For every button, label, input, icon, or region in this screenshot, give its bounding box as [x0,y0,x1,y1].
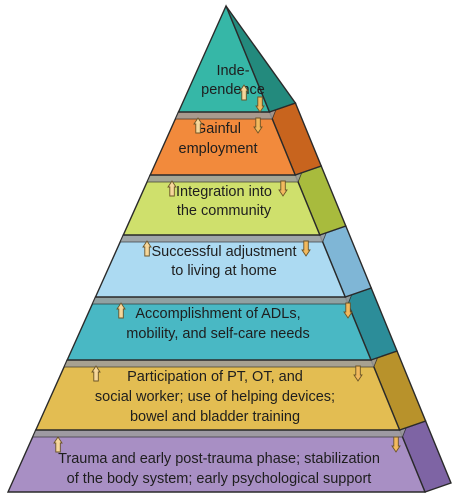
level-label-line: Accomplishment of ADLs, [135,306,300,322]
level-label-line: employment [179,141,258,157]
level-label-line: Trauma and early post-trauma phase; stab… [58,451,380,467]
level-label-line: Successful adjustment [151,244,296,260]
arrow-down-icon [278,180,288,197]
arrow-up-icon [193,117,203,134]
level-label-line: bowel and bladder training [130,409,300,425]
level-label-line: to living at home [171,263,277,279]
level-trauma-phase: Trauma and early post-trauma phase; stab… [6,420,452,493]
level-living-at-home: Successful adjustment to living at home [94,225,373,298]
arrow-down-icon [253,117,263,134]
arrow-up-icon [239,84,249,101]
level-label-line: Participation of PT, OT, and [127,369,303,385]
arrow-up-icon [167,180,177,197]
level-participation: Participation of PT, OT, and social worke… [34,350,427,431]
level-label-line: pendence [201,82,265,98]
arrow-up-icon [91,365,101,382]
level-adls: Accomplishment of ADLs, mobility, and sel… [66,287,398,361]
arrow-down-icon [301,240,311,257]
level-label-line: the community [177,203,272,219]
level-independence: Inde-pendence [177,4,297,113]
arrow-up-icon [142,240,152,257]
level-employment: Gainful employment [149,102,323,176]
arrow-up-icon [116,302,126,319]
arrow-down-icon [255,96,265,113]
level-label-line: Gainful [195,121,241,137]
level-community: Integration into the community [122,165,347,236]
arrow-down-icon [343,302,353,319]
level-label-line: of the body system; early psychological … [67,471,372,487]
level-front-face [177,4,271,113]
level-label-line: Integration into [176,184,272,200]
arrow-down-icon [391,436,401,453]
level-label-line: Inde- [216,63,249,79]
arrow-up-icon [53,436,63,453]
level-label-line: mobility, and self-care needs [126,326,310,342]
arrow-down-icon [353,365,363,382]
level-label-line: social worker; use of helping devices; [95,389,335,405]
